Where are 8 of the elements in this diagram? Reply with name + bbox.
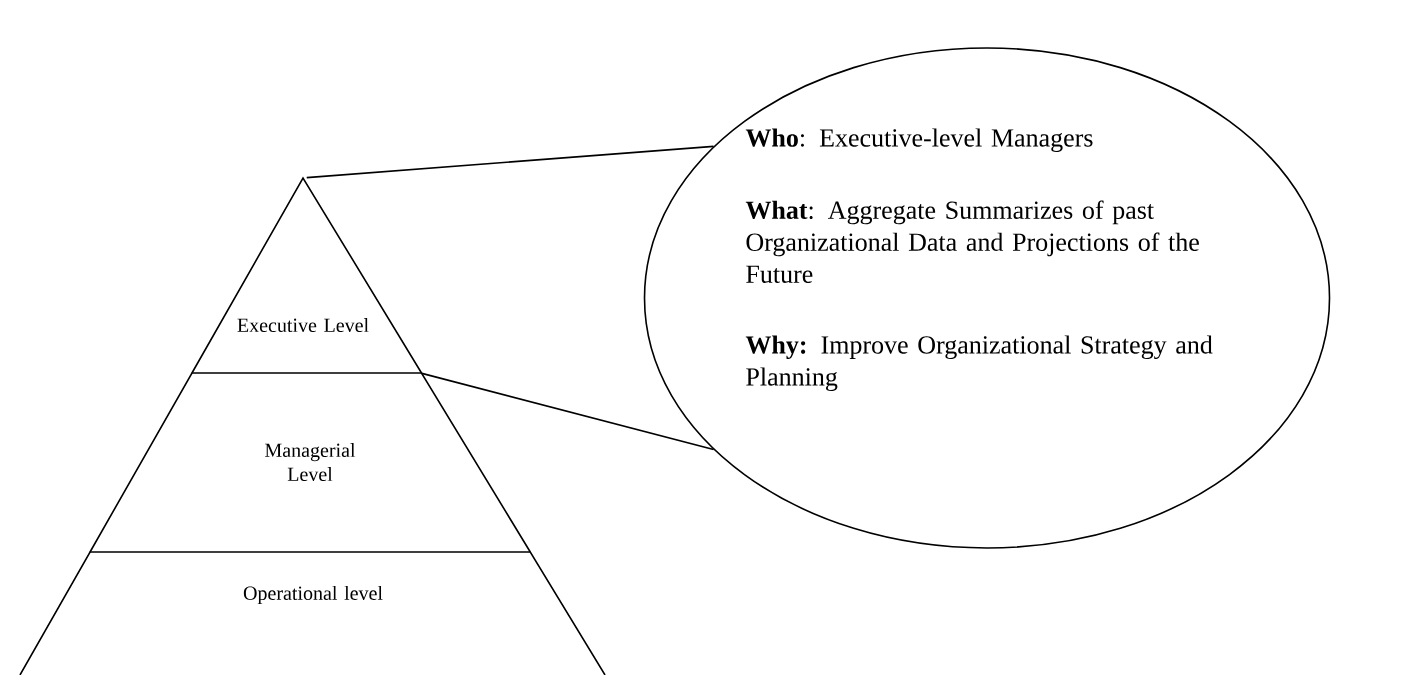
- callout-text: Why: Improve Organizational Strategy and Planning: [745, 335, 1213, 392]
- callout-text: What: Aggregate Summarizes of past Organizational Data and Projections of the Future: [745, 200, 1199, 283]
- callout-line: [421, 372, 715, 451]
- callout-line: [305, 145, 715, 179]
- pyramid-level: Managerial Level: [89, 372, 532, 553]
- pyramid-level: Operational level: [19, 551, 606, 675]
- pyramid-level: Executive Level: [191, 176, 423, 374]
- callout-text: Who: Executive-level Managers: [745, 128, 1093, 153]
